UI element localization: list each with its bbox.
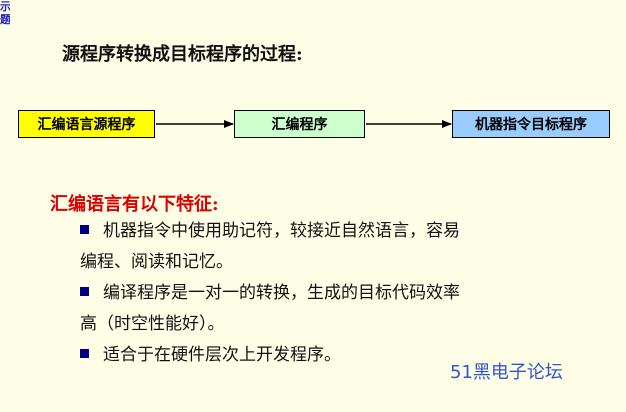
feature-item: 机器指令中使用助记符，较接近自然语言，容易 编程、阅读和记忆。 — [80, 216, 580, 278]
square-bullet-icon — [80, 287, 89, 296]
square-bullet-icon — [80, 349, 89, 358]
square-bullet-icon — [80, 225, 89, 234]
flow-box-machine-code: 机器指令目标程序 — [452, 110, 610, 138]
feature-text-continued: 编程、阅读和记忆。 — [80, 252, 233, 272]
page-heading: 源程序转换成目标程序的过程: — [62, 44, 303, 65]
flow-box-assembler: 汇编程序 — [234, 110, 365, 138]
feature-item: 编译程序是一对一的转换，生成的目标代码效率 高（时空性能好）。 — [80, 278, 580, 340]
feature-text: 机器指令中使用助记符，较接近自然语言，容易 — [103, 221, 460, 241]
feature-text: 适合于在硬件层次上开发程序。 — [103, 345, 341, 365]
feature-text: 编译程序是一对一的转换，生成的目标代码效率 — [103, 283, 460, 303]
feature-text-continued: 高（时空性能好）。 — [80, 314, 225, 334]
forum-watermark: 51黑电子论坛 — [450, 362, 563, 383]
flow-box-source-program: 汇编语言源程序 — [18, 110, 155, 138]
corner-nav-link[interactable]: 示题 — [0, 0, 10, 26]
feature-item: 适合于在硬件层次上开发程序。 — [80, 340, 580, 371]
features-title: 汇编语言有以下特征: — [50, 194, 219, 215]
